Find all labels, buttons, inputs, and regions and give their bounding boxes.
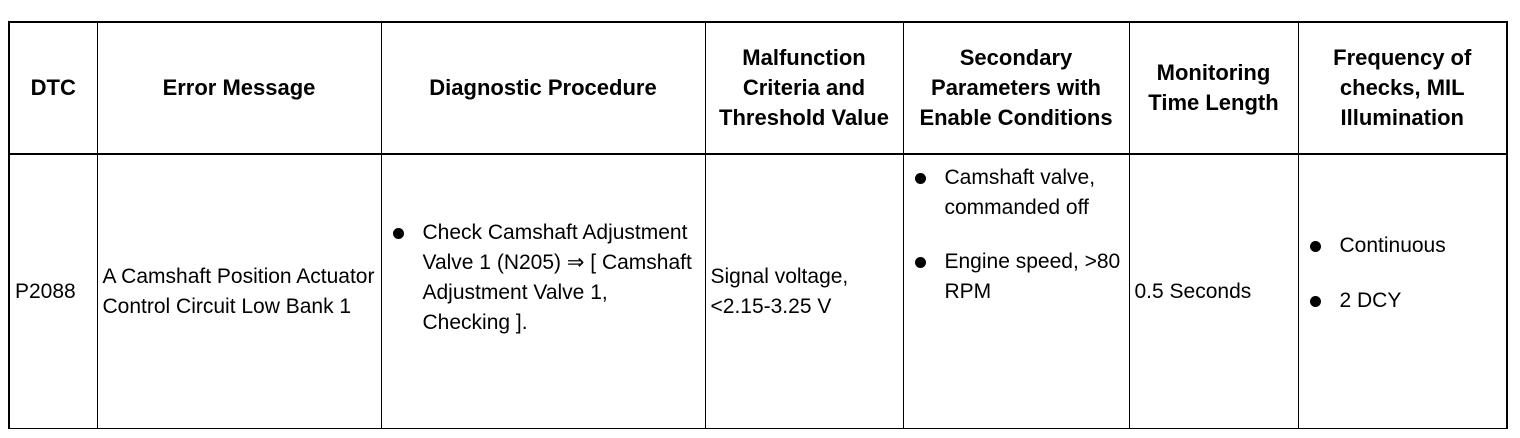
frequency-list: Continuous 2 DCY — [1304, 231, 1502, 316]
header-monitoring-time: Monitoring Time Length — [1128, 21, 1299, 155]
header-malfunction-criteria: Malfunction Criteria and Threshold Value — [704, 21, 904, 155]
cell-diagnostic-procedure: Check Camshaft Adjustment Valve 1 (N205)… — [380, 153, 706, 429]
list-item: Continuous — [1304, 231, 1502, 261]
header-dtc: DTC — [8, 21, 98, 155]
table-row: P2088 A Camshaft Position Actuator Contr… — [8, 153, 1508, 429]
cell-malfunction-criteria: Signal voltage, <2.15-3.25 V — [704, 153, 904, 429]
list-item: Check Camshaft Adjustment Valve 1 (N205)… — [387, 218, 700, 338]
header-diagnostic-procedure: Diagnostic Procedure — [380, 21, 706, 155]
list-item: Engine speed, >80 RPM — [909, 247, 1124, 307]
header-row: DTC Error Message Diagnostic Procedure M… — [8, 21, 1508, 155]
secondary-parameters-list: Camshaft valve, commanded off Engine spe… — [909, 163, 1124, 307]
cell-dtc: P2088 — [8, 153, 98, 429]
list-item: Camshaft valve, commanded off — [909, 163, 1124, 223]
header-secondary-parameters: Secondary Parameters with Enable Conditi… — [902, 21, 1130, 155]
cell-error-message: A Camshaft Position Actuator Control Cir… — [96, 153, 382, 429]
list-item: 2 DCY — [1304, 286, 1502, 316]
cell-secondary-parameters: Camshaft valve, commanded off Engine spe… — [902, 153, 1130, 429]
dtc-table: DTC Error Message Diagnostic Procedure M… — [8, 21, 1508, 429]
diagnostic-procedure-list: Check Camshaft Adjustment Valve 1 (N205)… — [387, 218, 700, 338]
cell-frequency: Continuous 2 DCY — [1297, 153, 1508, 429]
header-frequency: Frequency of checks, MIL Illumination — [1297, 21, 1508, 155]
cell-monitoring-time: 0.5 Seconds — [1128, 153, 1299, 429]
header-error-message: Error Message — [96, 21, 382, 155]
